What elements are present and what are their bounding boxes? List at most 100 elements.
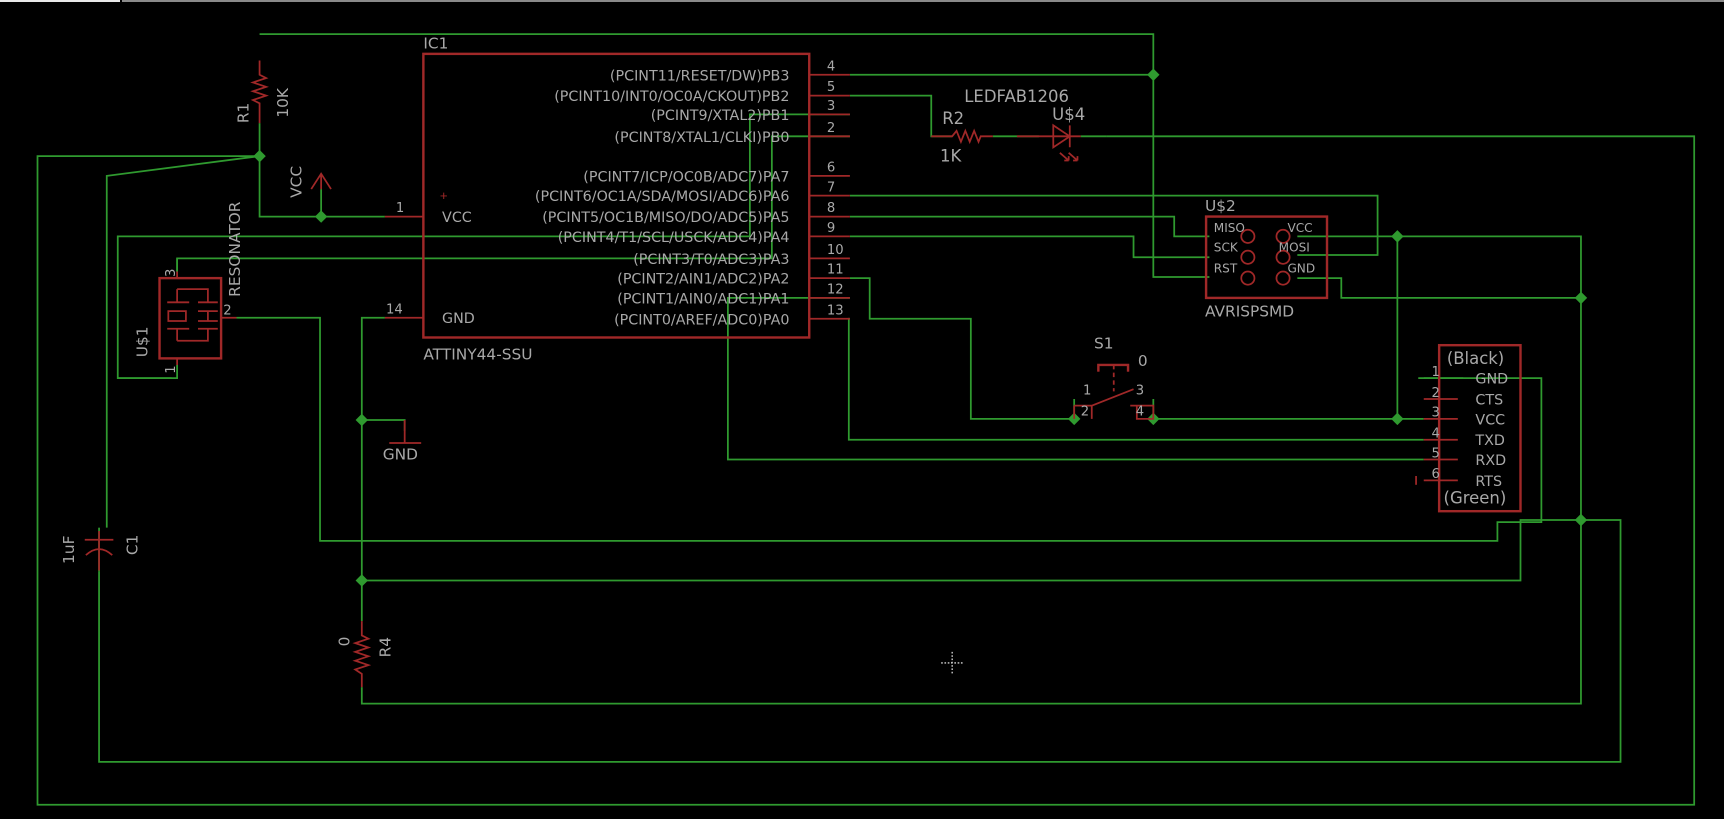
isp-pad[interactable] bbox=[1240, 270, 1256, 286]
gnd-symbol[interactable]: GND bbox=[383, 419, 422, 464]
pin-label: (PCINT9/XTAL2)PB1 bbox=[651, 108, 790, 124]
switch-pin: 1 bbox=[1083, 384, 1091, 399]
resistor-symbol bbox=[931, 128, 1039, 145]
isp-pin-label: MISO bbox=[1214, 221, 1245, 235]
net-pb2-r2[interactable] bbox=[849, 94, 953, 138]
resistor-symbol bbox=[352, 621, 372, 688]
r2-value: 1K bbox=[940, 147, 962, 166]
r1-resistor[interactable]: R1 10K bbox=[235, 60, 293, 124]
switch-pin: 4 bbox=[1136, 405, 1144, 420]
ic1-pin-numbers: 4 5 3 2 6 7 8 9 10 11 12 13 bbox=[827, 59, 844, 318]
isp-pin-label: VCC bbox=[1287, 221, 1312, 235]
ic1-name: IC1 bbox=[423, 34, 448, 52]
isp-pad[interactable] bbox=[1240, 228, 1256, 244]
ftdi-pin-num: 1 bbox=[1431, 365, 1439, 380]
junction bbox=[314, 210, 328, 223]
ic1-polarity-mark: + bbox=[440, 188, 448, 203]
net-mosi[interactable] bbox=[849, 194, 1379, 256]
net-diagonal[interactable] bbox=[105, 155, 260, 528]
r4-name: R4 bbox=[376, 637, 394, 657]
window-top-edge-right bbox=[122, 0, 1724, 2]
ic1-pin-labels: (PCINT11/RESET/DW)PB3 (PCINT10/INT0/OC0A… bbox=[535, 68, 790, 328]
pin-label: (PCINT7/ICP/OC0B/ADC7)PA7 bbox=[583, 169, 789, 185]
isp-pad[interactable] bbox=[1275, 228, 1291, 244]
c1-capacitor[interactable]: 1uF C1 bbox=[60, 527, 142, 572]
pin-label: (PCINT1/AIN0/ADC1)PA1 bbox=[617, 291, 789, 307]
led-value: LEDFAB1206 bbox=[964, 87, 1069, 106]
ic1-right-pins bbox=[809, 73, 850, 320]
ic1-value: ATTINY44-SSU bbox=[423, 345, 532, 363]
pin-number: 9 bbox=[827, 221, 835, 236]
junction bbox=[1574, 513, 1588, 527]
ground-icon bbox=[389, 419, 422, 444]
led-u4[interactable]: LEDFAB1206 U$4 bbox=[964, 87, 1107, 162]
pin-label: (PCINT0/AREF/ADC0)PA0 bbox=[614, 312, 789, 328]
net-sck[interactable] bbox=[849, 235, 1210, 259]
net-reset[interactable] bbox=[259, 33, 1210, 278]
isp-name: U$2 bbox=[1205, 197, 1236, 215]
ftdi-top-label: (Black) bbox=[1447, 349, 1504, 368]
c1-name: C1 bbox=[124, 535, 142, 556]
net-isp-gnd[interactable] bbox=[1297, 277, 1581, 299]
pin-number: 2 bbox=[827, 121, 835, 136]
pin-number: 6 bbox=[827, 160, 835, 175]
net-c1-bottom[interactable] bbox=[98, 519, 1622, 763]
ic1-pin-1-num: 1 bbox=[396, 201, 404, 216]
net-gnd-bus[interactable] bbox=[360, 519, 1582, 705]
ftdi-header[interactable]: (Black) (Green) 1 2 3 4 5 6 GND CTS VCC … bbox=[1415, 343, 1522, 513]
net-pa2-switch[interactable] bbox=[849, 277, 1076, 420]
switch-actuator bbox=[1097, 364, 1129, 392]
isp-pad[interactable] bbox=[1275, 249, 1291, 265]
ftdi-pin-num: 3 bbox=[1431, 406, 1439, 421]
ftdi-body[interactable] bbox=[1437, 343, 1522, 513]
isp-value: AVRISPSMD bbox=[1205, 303, 1294, 321]
r4-value: 0 bbox=[336, 637, 354, 647]
pin-label: (PCINT2/AIN1/ADC2)PA2 bbox=[617, 272, 789, 288]
net-gnd[interactable] bbox=[360, 316, 406, 622]
net-vcc-r1[interactable] bbox=[258, 123, 385, 218]
ftdi-pin-num: 5 bbox=[1431, 446, 1439, 461]
net-miso[interactable] bbox=[849, 215, 1210, 238]
resonator-u1[interactable]: 3 2 1 U$1 RESONATOR bbox=[133, 201, 243, 374]
net-pa1-rxd[interactable] bbox=[727, 297, 1424, 461]
isp-body[interactable] bbox=[1204, 215, 1329, 300]
junction bbox=[253, 149, 266, 163]
ic1-pin-vcc-label: VCC bbox=[442, 210, 472, 226]
pin-label: (PCINT11/RESET/DW)PB3 bbox=[610, 68, 790, 84]
ftdi-pin-label: VCC bbox=[1475, 412, 1505, 428]
junction bbox=[355, 574, 369, 587]
cursor-crosshair-icon bbox=[941, 651, 964, 674]
net-switch-vcc[interactable] bbox=[1152, 399, 1424, 420]
pin-label: (PCINT3/T0/ADC3)PA3 bbox=[633, 252, 789, 268]
ftdi-pin-label: CTS bbox=[1475, 393, 1503, 409]
vcc-label: VCC bbox=[287, 166, 305, 198]
switch-s1[interactable]: S1 0 1 2 3 4 bbox=[1073, 334, 1155, 420]
junction bbox=[1147, 68, 1160, 81]
r4-resistor[interactable]: 0 R4 bbox=[336, 621, 395, 688]
vcc-arrow-icon bbox=[310, 172, 332, 190]
isp-pad[interactable] bbox=[1275, 270, 1291, 286]
r1-name: R1 bbox=[235, 103, 253, 123]
isp-pin-label: SCK bbox=[1214, 241, 1239, 255]
isp-pad[interactable] bbox=[1240, 249, 1256, 265]
net-pa0-txd[interactable] bbox=[847, 317, 1424, 441]
vcc-symbol[interactable]: VCC bbox=[287, 166, 332, 198]
ic1-attiny44[interactable]: IC1 ATTINY44-SSU 1 VCC + 14 GND 4 5 3 bbox=[384, 34, 850, 363]
ftdi-pin-label: RTS bbox=[1475, 474, 1502, 490]
isp-header-u2[interactable]: U$2 AVRISPSMD MISO SCK RST VCC MOSI GND bbox=[1204, 197, 1329, 321]
net-outer-left[interactable] bbox=[36, 135, 1696, 806]
pin-number: 5 bbox=[827, 80, 835, 95]
crystal-icon bbox=[167, 310, 187, 322]
switch-symbol bbox=[1073, 388, 1155, 420]
r2-resistor[interactable]: R2 1K bbox=[931, 109, 1039, 166]
net-resonator-gnd[interactable] bbox=[236, 316, 1543, 542]
r1-value: 10K bbox=[274, 87, 292, 118]
switch-pin: 3 bbox=[1136, 384, 1144, 399]
pin-label: (PCINT6/OC1A/SDA/MOSI/ADC6)PA6 bbox=[535, 189, 790, 205]
window-top-edge bbox=[0, 0, 120, 2]
resonator-pin-2: 2 bbox=[223, 303, 231, 318]
junction bbox=[355, 413, 369, 427]
c1-value: 1uF bbox=[60, 536, 78, 564]
pin-number: 3 bbox=[827, 99, 835, 114]
